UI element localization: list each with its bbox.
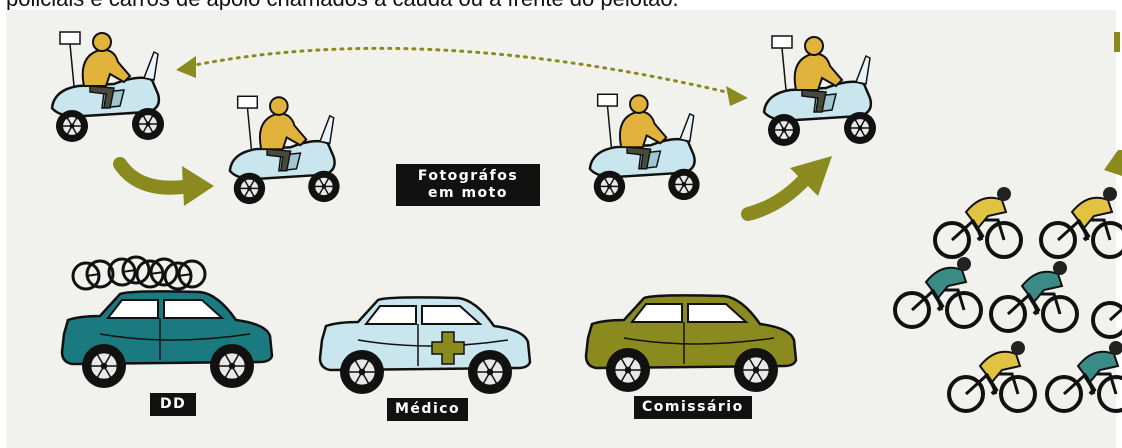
commissaire-car-label: Comissário bbox=[634, 396, 752, 419]
camera-icon bbox=[772, 36, 792, 90]
motorcycle-photographer-1 bbox=[52, 32, 164, 142]
cyclist-icon bbox=[1093, 267, 1122, 337]
motorcycle-photographer-4 bbox=[764, 36, 876, 146]
arrow-icon bbox=[1104, 150, 1122, 176]
cyclist-icon bbox=[1047, 341, 1122, 411]
bicycle-icon bbox=[1047, 374, 1122, 411]
camera-icon bbox=[60, 32, 80, 86]
cyclist-icon bbox=[935, 187, 1021, 257]
motorcycle-photographer-2 bbox=[230, 96, 340, 204]
camera-icon bbox=[598, 94, 618, 147]
roof-bicycles-icon bbox=[73, 257, 205, 289]
medical-car bbox=[320, 297, 530, 394]
medical-car-label: Médico bbox=[387, 398, 468, 421]
arrow-icon bbox=[1114, 32, 1120, 52]
cyclist-icon bbox=[949, 341, 1035, 411]
arrowhead-left-icon bbox=[176, 56, 196, 78]
curved-arrow-icon bbox=[120, 164, 214, 206]
cyclist-icon bbox=[991, 261, 1077, 331]
photographers-label-line1: Fotográfos bbox=[398, 168, 538, 185]
dotted-double-arrow bbox=[176, 48, 748, 106]
dd-support-car bbox=[62, 257, 272, 388]
bicycle-icon bbox=[1093, 300, 1122, 337]
motorcycle-photographer-3 bbox=[590, 94, 700, 202]
cyclist-icon bbox=[895, 257, 981, 327]
commissaire-car bbox=[586, 295, 796, 392]
cyclist-icon bbox=[1041, 187, 1122, 257]
camera-icon bbox=[238, 96, 258, 149]
photographers-label: Fotográfos em moto bbox=[396, 164, 540, 206]
photographers-label-line2: em moto bbox=[398, 185, 538, 202]
arrowhead-right-icon bbox=[726, 86, 748, 106]
dd-car-label: DD bbox=[150, 393, 196, 416]
curved-arrow-icon bbox=[748, 156, 832, 214]
